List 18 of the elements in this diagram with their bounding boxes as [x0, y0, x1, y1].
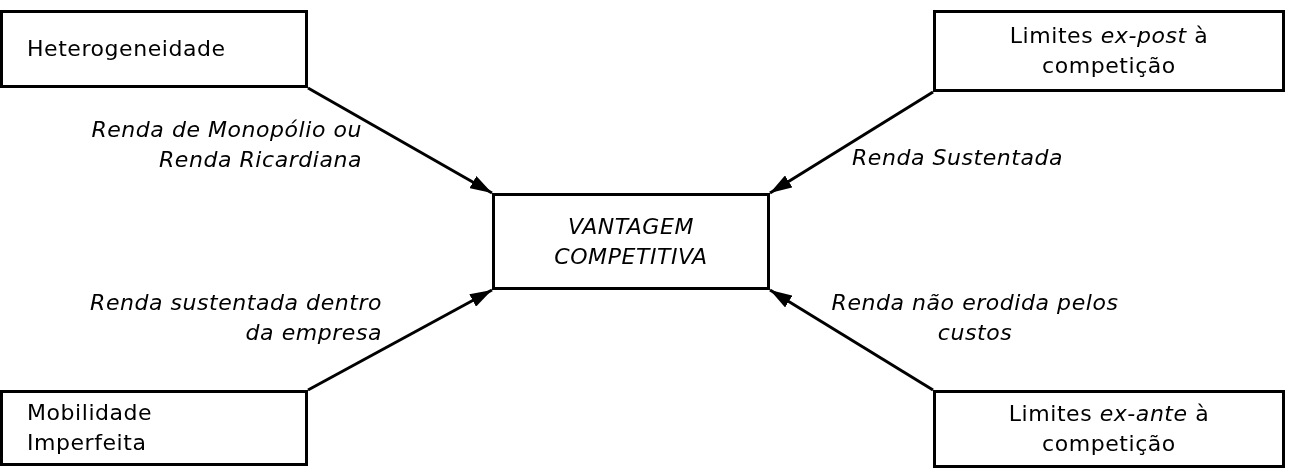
factor-box: [933, 390, 1285, 468]
central-box: [492, 193, 770, 290]
edge-label: Renda não erodida pelos custos: [830, 289, 1120, 347]
factor-box: [933, 10, 1285, 92]
edge-label: Renda Sustentada: [852, 144, 1065, 172]
arrow: [307, 86, 493, 195]
arrow: [769, 90, 934, 195]
box-text: Heterogeneidade: [27, 35, 226, 63]
factor-box: [0, 10, 308, 88]
box-text: Limites ex-post à competição: [1008, 22, 1210, 80]
factor-box: [0, 390, 308, 466]
box-text: Mobilidade Imperfeita: [27, 399, 154, 457]
edge-label: Renda de Monopólio ou Renda Ricardiana: [90, 116, 362, 174]
arrow: [307, 288, 493, 392]
edge-label: Renda sustentada dentro da empresa: [89, 289, 382, 347]
box-text: VANTAGEM COMPETITIVA: [553, 212, 709, 271]
arrow: [769, 288, 934, 392]
box-text: Limites ex-ante à competição: [1007, 400, 1211, 458]
